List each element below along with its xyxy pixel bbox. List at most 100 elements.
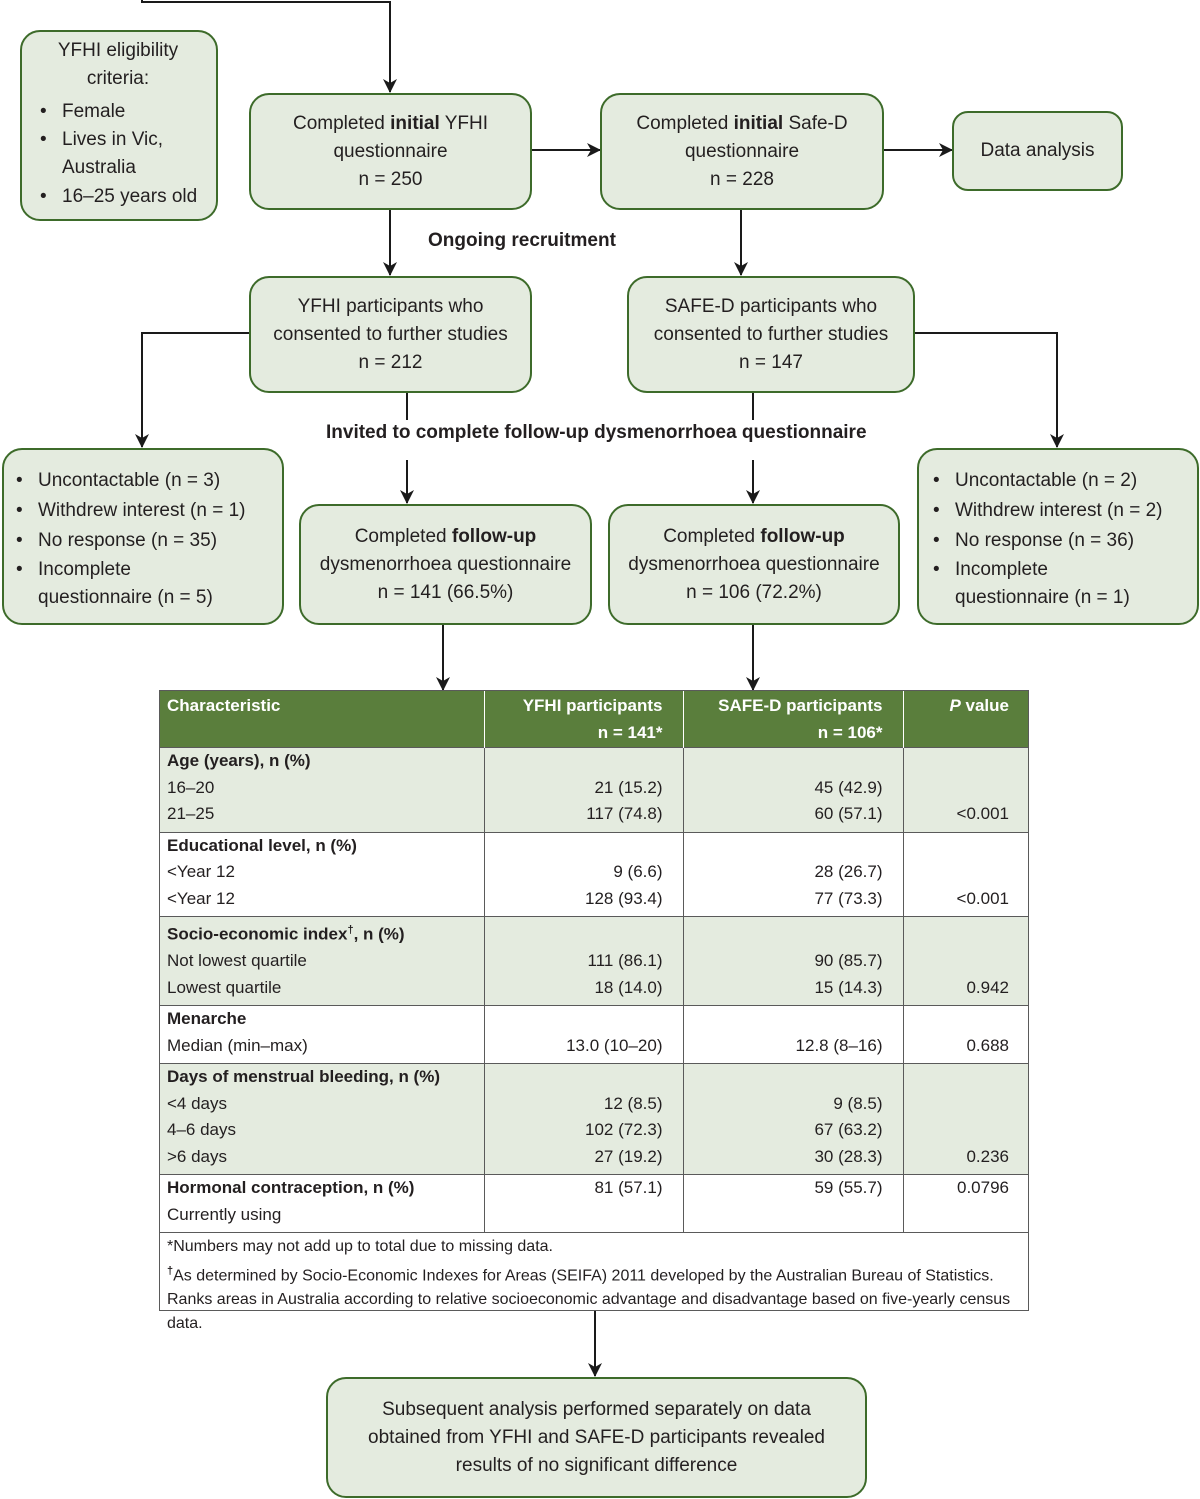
safed-followup-box: Completed follow-up dysmenorrhoea questi… <box>608 504 900 625</box>
safed-initial-box: Completed initial Safe-D questionnaire n… <box>600 93 884 210</box>
table-row: Currently using <box>159 1201 1029 1229</box>
eligibility-criteria-box: YFHI eligibility criteria: Female Lives … <box>20 30 218 221</box>
table-group: Hormonal contraception, n (%)81 (57.1)59… <box>159 1174 1029 1233</box>
row-label: Currently using <box>159 1201 484 1229</box>
yfhi-initial-line1: Completed initial YFHI <box>292 112 488 134</box>
group-title: Days of menstrual bleeding, n (%) <box>159 1063 484 1091</box>
table-cell: 30 (28.3) <box>682 1143 903 1171</box>
row-label: <Year 12 <box>159 885 484 912</box>
safed-consented-count: n = 147 <box>739 351 803 373</box>
table-cell: 13.0 (10–20) <box>483 1032 683 1060</box>
eligibility-item: Lives in Vic, Australia <box>28 126 208 182</box>
yfhi-consented-line2: consented to further studies <box>273 323 508 345</box>
group-spacer <box>159 1059 1029 1064</box>
table-cell: 0.688 <box>902 1032 1029 1060</box>
table-cell <box>682 831 903 859</box>
table-cell <box>682 1201 903 1229</box>
safed-consented-line1: SAFE-D participants who <box>664 295 878 317</box>
table-group-title-row: Days of menstrual bleeding, n (%) <box>159 1063 1029 1091</box>
table-group-title-row: Age (years), n (%) <box>159 747 1029 775</box>
table-cell: 9 (6.6) <box>483 859 683 886</box>
safed-initial-count: n = 228 <box>710 168 774 190</box>
safed-initial-line2: questionnaire <box>684 140 800 162</box>
arrow-yfhi-consented-to-excluded <box>135 332 250 448</box>
row-label: >6 days <box>159 1143 484 1171</box>
conclusion-text: Subsequent analysis performed separately… <box>368 1398 825 1476</box>
table-cell <box>483 1063 683 1091</box>
yfhi-consented-box: YFHI participants who consented to furth… <box>249 276 532 393</box>
table-cell: 81 (57.1) <box>483 1174 683 1202</box>
group-title: Age (years), n (%) <box>159 747 484 775</box>
row-label: Median (min–max) <box>159 1032 484 1060</box>
row-label: 4–6 days <box>159 1117 484 1144</box>
invited-label: Invited to complete follow-up dysmenorrh… <box>322 422 871 444</box>
table-cell: 102 (72.3) <box>483 1117 683 1144</box>
data-analysis-label: Data analysis <box>980 140 1095 161</box>
table-group-title-row: Hormonal contraception, n (%)81 (57.1)59… <box>159 1174 1029 1202</box>
yfhi-consented-count: n = 212 <box>358 351 423 373</box>
table-group: Days of menstrual bleeding, n (%)<4 days… <box>159 1063 1029 1175</box>
table-cell <box>682 1063 903 1091</box>
safed-excluded-list: Uncontactable (n = 2) Withdrew interest … <box>921 466 1193 612</box>
yfhi-initial-box: Completed initial YFHI questionnaire n =… <box>249 93 532 210</box>
table-group: Socio-economic index†, n (%)Not lowest q… <box>159 916 1029 1006</box>
group-title: Educational level, n (%) <box>159 831 484 859</box>
yfhi-followup-count: n = 141 (66.5%) <box>377 581 514 603</box>
table-cell: 60 (57.1) <box>682 801 903 828</box>
table-cell: 90 (85.7) <box>682 948 903 975</box>
table-cell: 111 (86.1) <box>483 948 683 975</box>
table-cell: 12 (8.5) <box>483 1090 683 1118</box>
table-cell: <0.001 <box>902 801 1029 828</box>
table-cell <box>483 831 683 859</box>
table-cell <box>483 747 683 775</box>
excluded-item: Withdrew interest (n = 2) <box>921 496 1193 526</box>
eligibility-title: YFHI eligibility criteria: <box>57 40 179 89</box>
table-cell: 28 (26.7) <box>682 859 903 886</box>
row-label: Lowest quartile <box>159 974 484 1002</box>
table-cell: 12.8 (8–16) <box>682 1032 903 1060</box>
table-cell: 59 (55.7) <box>682 1174 903 1202</box>
excluded-item: Incomplete questionnaire (n = 5) <box>4 556 276 612</box>
excluded-item: Uncontactable (n = 2) <box>921 466 1193 496</box>
safed-followup-count: n = 106 (72.2%) <box>686 581 822 603</box>
header-characteristic: Characteristic <box>159 690 484 748</box>
table-cell <box>902 1201 1029 1229</box>
table-cell: 0.0796 <box>902 1174 1029 1202</box>
table-cell <box>902 1117 1029 1144</box>
table-cell: <0.001 <box>902 885 1029 912</box>
row-label: 21–25 <box>159 801 484 828</box>
row-label: 16–20 <box>159 774 484 801</box>
table-footnotes: *Numbers may not add up to total due to … <box>159 1232 1029 1340</box>
safed-consented-line2: consented to further studies <box>653 323 889 345</box>
table-cell <box>902 948 1029 975</box>
table-group-title-row: Menarche <box>159 1005 1029 1033</box>
excluded-item: No response (n = 36) <box>921 526 1193 556</box>
table-cell <box>682 916 903 949</box>
excluded-item: No response (n = 35) <box>4 526 276 556</box>
eligibility-item: 16–25 years old <box>28 182 208 211</box>
table-cell <box>902 1090 1029 1118</box>
row-label: <4 days <box>159 1090 484 1118</box>
conclusion-box: Subsequent analysis performed separately… <box>326 1377 867 1498</box>
yfhi-initial-count: n = 250 <box>358 168 423 190</box>
group-spacer <box>159 827 1029 832</box>
yfhi-consented-line1: YFHI participants who <box>297 295 484 317</box>
group-spacer <box>159 1228 1029 1233</box>
table-cell: 9 (8.5) <box>682 1090 903 1118</box>
group-title: Socio-economic index†, n (%) <box>159 916 484 949</box>
table-cell: 67 (63.2) <box>682 1117 903 1144</box>
table-cell: 18 (14.0) <box>483 974 683 1002</box>
eligibility-list: Female Lives in Vic, Australia 16–25 yea… <box>28 97 208 211</box>
arrow-safed-consented-to-excluded <box>915 332 1064 448</box>
safed-excluded-box: Uncontactable (n = 2) Withdrew interest … <box>917 448 1199 625</box>
